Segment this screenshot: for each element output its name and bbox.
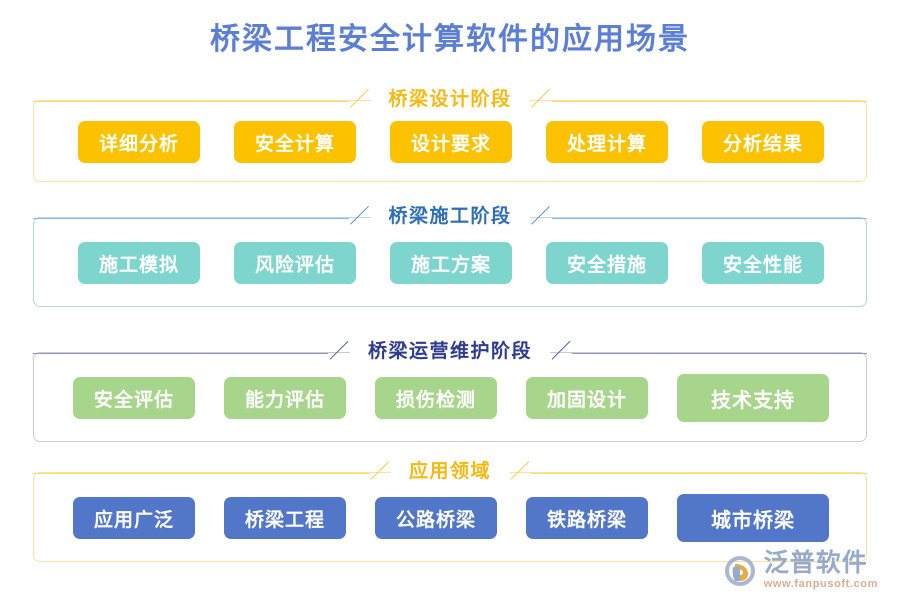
- chip-label: 安全评估: [93, 389, 174, 411]
- logo-url: www.fanpusoft.com: [763, 578, 878, 590]
- chip-label: 损伤检测: [395, 389, 476, 411]
- chip-label: 安全性能: [722, 254, 803, 276]
- fanpu-logo-icon: [723, 554, 757, 588]
- chip-label: 公路桥梁: [395, 509, 476, 531]
- section-frame: 详细分析 安全计算 设计要求 处理计算 分析结果: [33, 100, 867, 182]
- chip-safety-evaluation[interactable]: 安全评估: [73, 377, 195, 419]
- chip-reinforcement-design[interactable]: 加固设计: [526, 377, 648, 419]
- chip-label: 分析结果: [722, 133, 803, 155]
- chip-wide-application[interactable]: 应用广泛: [73, 497, 195, 539]
- chip-label: 能力评估: [244, 389, 325, 411]
- watermark-logo: 泛普软件 www.fanpusoft.com: [723, 551, 878, 590]
- chip-label: 安全计算: [254, 133, 335, 155]
- chip-label: 应用广泛: [93, 509, 174, 531]
- chip-label: 安全措施: [566, 254, 647, 276]
- chip-urban-bridge[interactable]: 城市桥梁: [677, 494, 829, 542]
- chip-label: 设计要求: [410, 133, 491, 155]
- section-frame: 施工模拟 风险评估 施工方案 安全措施 安全性能: [33, 217, 867, 307]
- chip-analysis-results[interactable]: 分析结果: [702, 121, 824, 163]
- chip-label: 施工模拟: [98, 254, 179, 276]
- section-frame: 安全评估 能力评估 损伤检测 加固设计 技术支持: [33, 352, 867, 442]
- chip-construction-plan[interactable]: 施工方案: [390, 242, 512, 284]
- chip-label: 加固设计: [546, 389, 627, 411]
- chip-safety-measures[interactable]: 安全措施: [546, 242, 668, 284]
- chip-label: 风险评估: [254, 254, 335, 276]
- chip-risk-assessment[interactable]: 风险评估: [234, 242, 356, 284]
- chip-label: 桥梁工程: [244, 509, 325, 531]
- logo-company-name: 泛普软件: [763, 549, 868, 577]
- chip-safety-performance[interactable]: 安全性能: [702, 242, 824, 284]
- chip-row: 应用广泛 桥梁工程 公路桥梁 铁路桥梁 城市桥梁: [34, 473, 868, 563]
- chip-railway-bridge[interactable]: 铁路桥梁: [526, 497, 648, 539]
- chip-label: 城市桥梁: [711, 509, 795, 532]
- chip-safety-calculation[interactable]: 安全计算: [234, 121, 356, 163]
- chip-technical-support[interactable]: 技术支持: [677, 374, 829, 422]
- chip-bridge-engineering[interactable]: 桥梁工程: [224, 497, 346, 539]
- chip-label: 处理计算: [566, 133, 647, 155]
- chip-design-requirements[interactable]: 设计要求: [390, 121, 512, 163]
- page-title: 桥梁工程安全计算软件的应用场景: [210, 23, 690, 56]
- logo-text: 泛普软件 www.fanpusoft.com: [764, 551, 878, 590]
- chip-label: 铁路桥梁: [546, 509, 627, 531]
- chip-damage-detection[interactable]: 损伤检测: [375, 377, 497, 419]
- chip-label: 详细分析: [98, 133, 179, 155]
- chip-highway-bridge[interactable]: 公路桥梁: [375, 497, 497, 539]
- chip-row: 详细分析 安全计算 设计要求 处理计算 分析结果: [34, 101, 868, 183]
- chip-label: 技术支持: [711, 389, 795, 412]
- chip-detailed-analysis[interactable]: 详细分析: [78, 121, 200, 163]
- chip-label: 施工方案: [410, 254, 491, 276]
- chip-row: 安全评估 能力评估 损伤检测 加固设计 技术支持: [34, 353, 868, 443]
- chip-construction-simulation[interactable]: 施工模拟: [78, 242, 200, 284]
- chip-processing-calculation[interactable]: 处理计算: [546, 121, 668, 163]
- chip-row: 施工模拟 风险评估 施工方案 安全措施 安全性能: [34, 218, 868, 308]
- chip-capacity-evaluation[interactable]: 能力评估: [224, 377, 346, 419]
- section-frame: 应用广泛 桥梁工程 公路桥梁 铁路桥梁 城市桥梁: [33, 472, 867, 562]
